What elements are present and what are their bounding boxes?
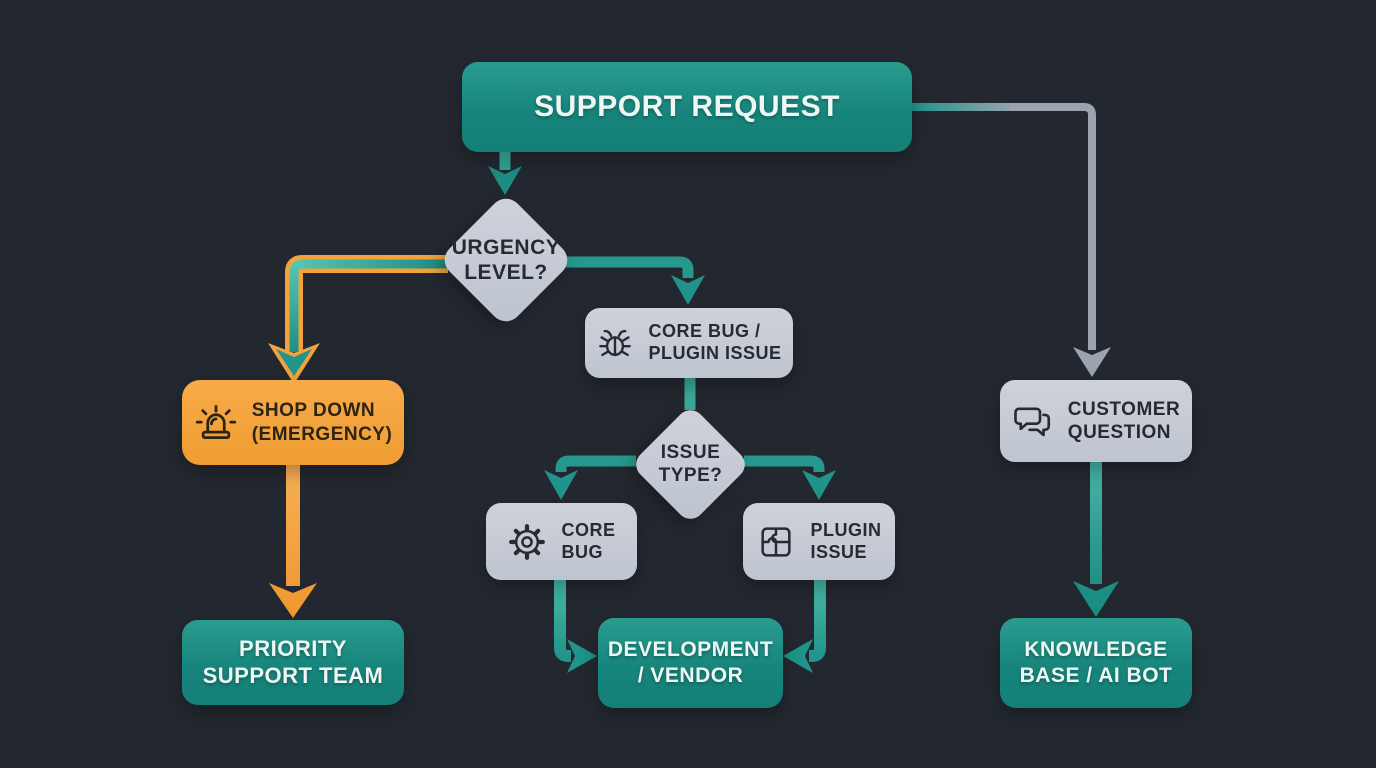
bug-icon [596,324,634,362]
edge-issue-type-to-plugin-issue [744,455,836,500]
gear-icon [507,522,547,562]
node-plugin-issue: PLUGIN ISSUE [743,503,895,580]
label-line: CUSTOMER [1067,398,1181,420]
node-label: SUPPORT REQUEST [534,89,840,126]
node-priority-support-team: PRIORITY SUPPORT TEAM [182,620,404,705]
node-support-request: SUPPORT REQUEST [462,62,912,152]
label-line: KNOWLEDGE [1024,638,1168,662]
node-label: URGENCY LEVEL? [434,188,578,332]
label-line: SUPPORT TEAM [202,662,384,688]
node-core-bug: CORE BUG [486,503,637,580]
puzzle-icon [756,522,796,562]
label-line: LEVEL? [464,261,548,284]
label-line: QUESTION [1067,422,1172,443]
node-development-vendor: DEVELOPMENT / VENDOR [598,618,783,708]
label-line: PLUGIN ISSUE [648,343,782,363]
edge-urgency-to-core-bug-plugin [562,256,705,305]
node-label: KNOWLEDGE BASE / AI BOT [1020,637,1173,688]
label-line: (EMERGENCY) [251,423,393,445]
edge-plugin-issue-to-development [783,580,826,673]
node-label: CORE BUG [561,520,615,564]
label-line: URGENCY [451,235,561,259]
label-line: CORE BUG / [648,321,761,342]
node-label: CUSTOMER QUESTION [1068,398,1180,444]
node-label: PLUGIN ISSUE [810,520,881,564]
edge-customer-question-to-knowledge-base [1073,462,1119,617]
edge-shop-down-to-priority-support [269,465,317,618]
node-urgency-level: URGENCY LEVEL? [438,192,574,328]
label-line: SHOP DOWN [251,400,376,422]
label-line: / VENDOR [637,664,744,687]
edge-issue-type-to-core-bug [544,455,636,500]
label-line: TYPE? [658,464,723,486]
node-label: DEVELOPMENT / VENDOR [608,637,773,688]
edge-support-to-customer-question [912,103,1111,377]
label-line: PLUGIN [810,519,882,540]
siren-icon [194,401,238,445]
label-line: ISSUE [810,541,868,562]
node-label: ISSUE TYPE? [624,398,757,531]
node-label: SHOP DOWN (EMERGENCY) [252,399,393,445]
label-line: BASE / AI BOT [1019,664,1173,687]
label-line: SUPPORT REQUEST [534,89,840,123]
node-label: PRIORITY SUPPORT TEAM [203,636,384,690]
label-line: CORE [561,519,616,540]
label-line: ISSUE [660,441,721,463]
chat-icon [1012,400,1054,442]
label-line: BUG [561,541,603,562]
edge-support-to-urgency [488,152,522,195]
node-issue-type: ISSUE TYPE? [630,404,751,525]
label-line: PRIORITY [239,635,347,661]
node-customer-question: CUSTOMER QUESTION [1000,380,1192,462]
label-line: DEVELOPMENT [607,638,774,662]
node-shop-down-emergency: SHOP DOWN (EMERGENCY) [182,380,404,465]
edge-urgency-to-shop-down [268,255,448,384]
node-label: CORE BUG / PLUGIN ISSUE [648,321,781,365]
node-knowledge-base-ai-bot: KNOWLEDGE BASE / AI BOT [1000,618,1192,708]
node-core-bug-plugin-issue: CORE BUG / PLUGIN ISSUE [585,308,793,378]
edge-core-bug-to-development [554,580,597,673]
